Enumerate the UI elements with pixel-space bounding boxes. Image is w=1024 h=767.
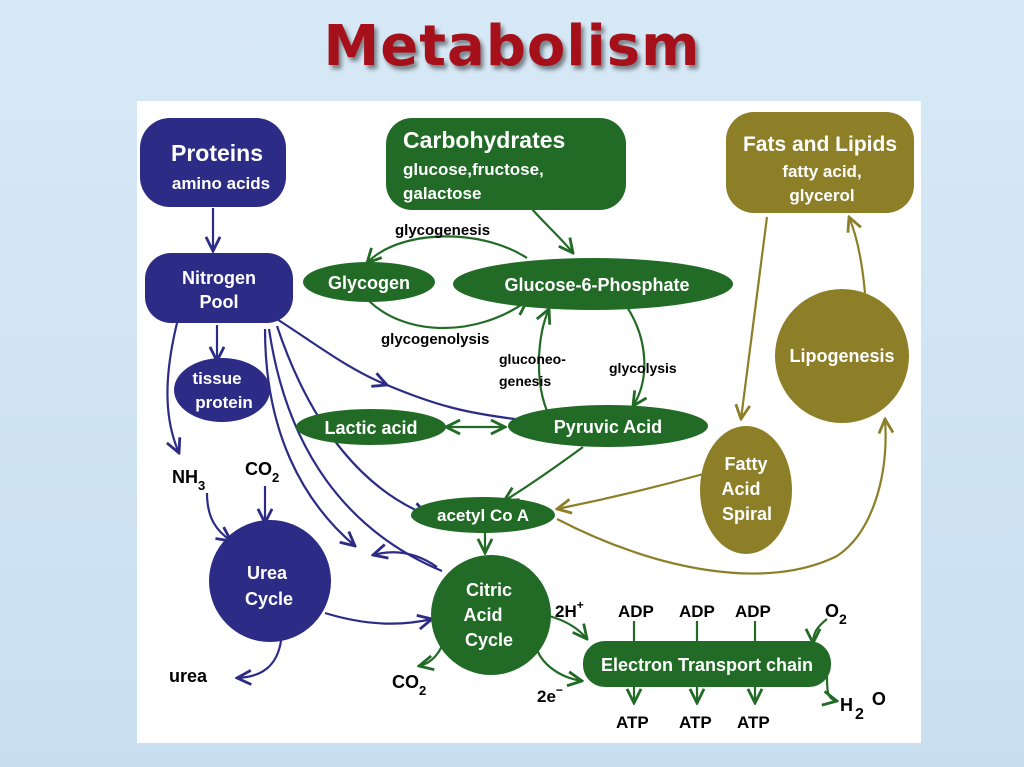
- o2-label: O2: [825, 601, 847, 627]
- fats-title: Fats and Lipids: [743, 133, 897, 156]
- nitrogen-to-pyruvic-line: [386, 383, 516, 421]
- glycogen-label: Glycogen: [328, 273, 410, 293]
- fatty-acid-spiral-line2: Acid: [721, 479, 760, 499]
- o2-to-etc-arrow: [813, 618, 828, 643]
- carbohydrates-line2: galactose: [403, 184, 481, 203]
- atp-label-2: ATP: [679, 713, 712, 732]
- nitrogen-to-urea-arrow: [263, 328, 355, 546]
- acetyl-to-lipogenesis-arrow: [556, 419, 886, 575]
- co2-bottom-label: CO2: [392, 672, 426, 698]
- citric-acid-cycle-node: Citric Acid Cycle: [431, 555, 551, 675]
- glycogenolysis-label: glycogenolysis: [381, 331, 489, 348]
- carbohydrates-node: Carbohydrates glucose,fructose, galactos…: [386, 118, 626, 210]
- carbohydrates-title: Carbohydrates: [403, 127, 565, 153]
- glycolysis-label: glycolysis: [609, 360, 677, 376]
- pyruvic-acid-label: Pyruvic Acid: [554, 417, 662, 437]
- urea-cycle-node: Urea Cycle: [209, 520, 331, 642]
- nitrogen-to-acetyl-arrow: [275, 325, 427, 515]
- nitrogen-pool-node: Nitrogen Pool: [145, 253, 293, 323]
- carbohydrates-line1: glucose,fructose,: [403, 160, 544, 179]
- nitrogen-to-nh3-arrow: [167, 322, 179, 453]
- gluconeogenesis-arrow: [539, 309, 549, 412]
- etc-label: Electron Transport chain: [601, 655, 813, 675]
- atp-label-3: ATP: [737, 713, 770, 732]
- fats-node: Fats and Lipids fatty acid, glycerol: [726, 112, 914, 213]
- tissue-protein-node: tissue protein: [174, 358, 270, 422]
- nitrogen-pool-line2: Pool: [200, 292, 239, 312]
- protein-connectors: [167, 208, 516, 678]
- carbs-to-g6p-arrow: [531, 208, 573, 253]
- acetyl-coa-label: acetyl Co A: [437, 506, 529, 525]
- nitrogen-to-pyruvic-arrow: [271, 315, 387, 385]
- lipogenesis-node: Lipogenesis: [775, 289, 909, 423]
- acetyl-coa-node: acetyl Co A: [411, 497, 555, 533]
- lactic-acid-label: Lactic acid: [324, 418, 417, 438]
- urea-label: urea: [169, 666, 208, 686]
- fatty-acid-spiral-line3: Spiral: [722, 504, 772, 524]
- glycogenesis-label: glycogenesis: [395, 222, 490, 239]
- tissue-protein-line1: tissue: [192, 369, 241, 388]
- urea-to-urea-label-arrow: [237, 640, 283, 678]
- lipogenesis-label: Lipogenesis: [789, 346, 894, 366]
- pathway-labels: glycogenesis glycogenolysis gluconeo- ge…: [169, 222, 886, 732]
- atp-label-1: ATP: [616, 713, 649, 732]
- citric-acid-cycle-line3: Cycle: [465, 630, 513, 650]
- citric-acid-cycle-line2: Acid: [463, 605, 502, 625]
- pyruvic-to-acetyl-arrow: [504, 446, 584, 501]
- fats-to-spiral-arrow: [741, 216, 769, 419]
- adp-label-1: ADP: [618, 602, 654, 621]
- urea-to-citric-arrow: [324, 611, 432, 624]
- fat-connectors: [556, 216, 886, 575]
- fatty-acid-spiral-line1: Fatty: [724, 454, 767, 474]
- adp-label-3: ADP: [735, 602, 771, 621]
- glycolysis-arrow: [626, 306, 644, 406]
- diagram-panel: Proteins amino acids Carbohydrates gluco…: [137, 101, 921, 743]
- etc-node: Electron Transport chain: [583, 641, 831, 687]
- metabolism-diagram: Proteins amino acids Carbohydrates gluco…: [140, 112, 914, 732]
- fats-line1: fatty acid,: [782, 162, 861, 181]
- gluconeogenesis-label-line1: gluconeo-: [499, 351, 566, 367]
- urea-cycle-line2: Cycle: [245, 589, 293, 609]
- fatty-acid-spiral-node: Fatty Acid Spiral: [700, 426, 792, 554]
- adp-label-2: ADP: [679, 602, 715, 621]
- two-e-label: 2e−: [537, 683, 563, 706]
- citric-acid-cycle-line1: Citric: [466, 580, 512, 600]
- citric-to-etc-top-arrow: [548, 614, 587, 639]
- gluconeogenesis-label-line2: genesis: [499, 373, 551, 389]
- etc-to-h2o-arrow: [827, 675, 837, 701]
- pyruvic-acid-node: Pyruvic Acid: [508, 405, 708, 447]
- tissue-protein-line2: protein: [195, 393, 253, 412]
- spiral-to-acetyl-arrow: [557, 471, 708, 509]
- glycogen-node: Glycogen: [303, 262, 435, 302]
- citric-to-urea-arrow: [373, 552, 438, 568]
- nh3-to-urea-arrow: [205, 492, 231, 541]
- glycogenolysis-arrow: [368, 301, 527, 330]
- nitrogen-pool-line1: Nitrogen: [182, 268, 256, 288]
- co2-top-label: CO2: [245, 459, 279, 485]
- slide-title: Metabolism: [323, 14, 701, 79]
- proteins-title: Proteins: [171, 140, 263, 166]
- urea-cycle-line1: Urea: [247, 563, 288, 583]
- two-h-label: 2H+: [555, 598, 584, 621]
- proteins-sub: amino acids: [172, 174, 270, 193]
- citric-to-etc-bottom-arrow: [533, 640, 582, 681]
- g6p-label: Glucose-6-Phosphate: [504, 275, 689, 295]
- lipogenesis-to-fats-arrow: [849, 217, 867, 294]
- nh3-label: NH3: [172, 467, 205, 493]
- fats-line2: glycerol: [789, 186, 854, 205]
- proteins-node: Proteins amino acids: [140, 118, 286, 207]
- g6p-node: Glucose-6-Phosphate: [453, 258, 733, 310]
- glycogenesis-arrow: [367, 235, 528, 263]
- lactic-acid-node: Lactic acid: [296, 409, 446, 445]
